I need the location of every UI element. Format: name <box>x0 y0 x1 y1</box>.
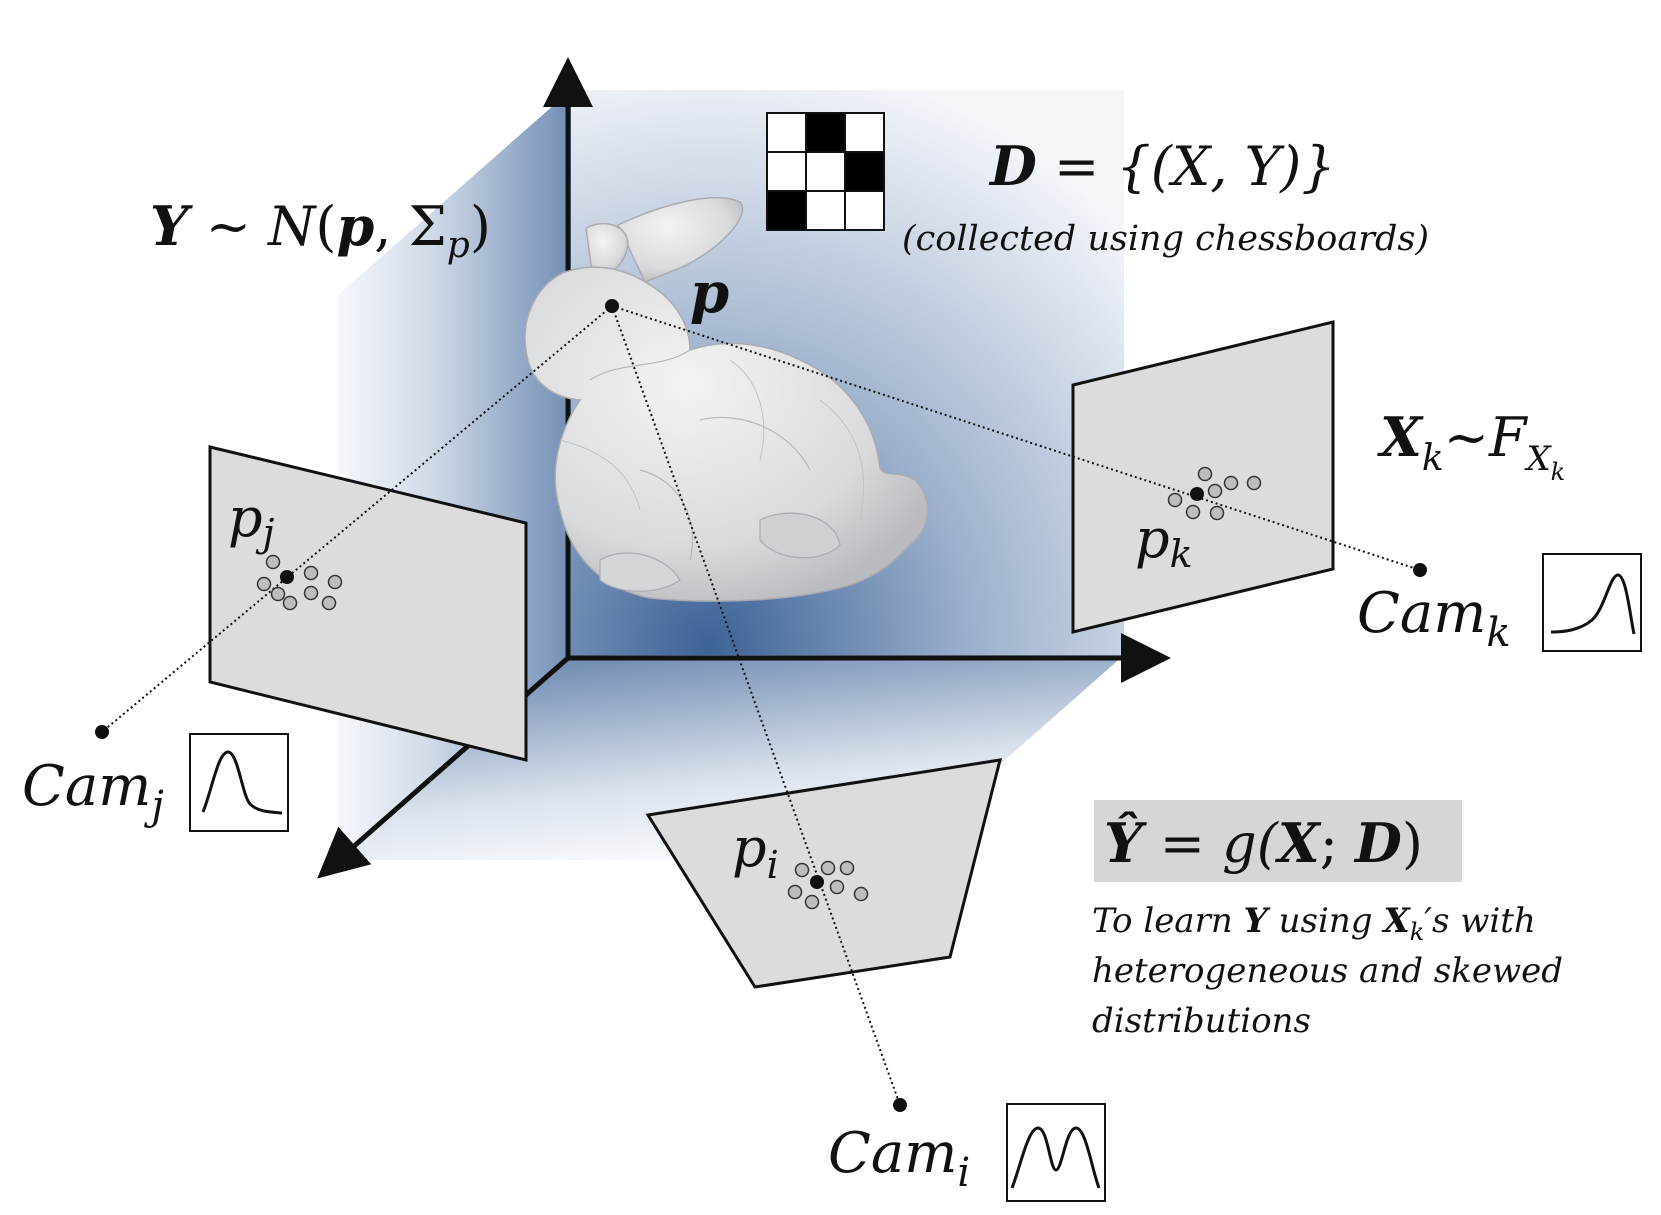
axis-depth <box>317 656 570 879</box>
p-j-label: pj <box>228 486 275 555</box>
estimator-label: Ŷ = g(X; D) <box>1104 811 1423 875</box>
ray-i <box>611 305 901 1106</box>
point-pi-dot <box>810 875 824 889</box>
point-pj-dot <box>280 570 294 584</box>
distribution-box-k <box>1542 553 1642 652</box>
distribution-box-j <box>189 733 289 832</box>
points <box>95 299 1427 1112</box>
ray-j <box>101 305 613 733</box>
projection-rays <box>101 305 1421 1106</box>
cam-i-label: Cami <box>828 1121 970 1196</box>
dataset-note: (collected using chessboards) <box>902 219 1429 259</box>
camera-k-dot <box>1413 563 1427 577</box>
chessboard-cell <box>766 151 807 192</box>
camera-i-dot <box>893 1098 907 1112</box>
point-p-dot <box>605 299 619 313</box>
cam-j-label: Camj <box>22 754 164 829</box>
chessboard-cell <box>766 190 807 231</box>
bimodal-curve-icon <box>1010 1126 1101 1189</box>
y-distribution-label: Y ~ N(p, Σp) <box>150 194 491 266</box>
p-i-label: pi <box>732 816 779 887</box>
dataset-label: D = {(X, Y)} <box>988 134 1336 198</box>
ray-k <box>611 305 1421 571</box>
chessboard-cell <box>844 151 885 192</box>
stanford-bunny-icon <box>524 196 929 602</box>
scatter-pi <box>787 860 869 910</box>
chessboard-cell <box>805 151 846 192</box>
chessboard-cell <box>766 112 807 153</box>
note-line-3: distributions <box>1092 1001 1311 1041</box>
chessboard-icon <box>766 112 885 231</box>
point-pk-dot <box>1190 487 1204 501</box>
scatter-pj <box>256 554 343 611</box>
chessboard-cell <box>805 112 846 153</box>
scatter-pk <box>1167 466 1262 521</box>
chessboard-cell <box>844 112 885 153</box>
camera-j-dot <box>95 725 109 739</box>
point-p-label: p <box>690 260 729 326</box>
estimator-box <box>1094 800 1462 882</box>
skewed-left-curve-icon <box>1550 573 1636 635</box>
image-plane-j <box>208 445 528 762</box>
note-line-2: heterogeneous and skewed <box>1092 951 1563 991</box>
x-distribution-label: Xk~FXk <box>1377 405 1565 486</box>
p-k-label: pk <box>1135 507 1193 576</box>
chessboard-cell <box>805 190 846 231</box>
note-line-1: To learn Y using Xk′s with <box>1092 901 1536 946</box>
chessboard-cell <box>844 190 885 231</box>
cam-k-label: Camk <box>1357 581 1511 656</box>
skewed-right-curve-icon <box>201 750 283 815</box>
distribution-box-i <box>1006 1103 1106 1202</box>
